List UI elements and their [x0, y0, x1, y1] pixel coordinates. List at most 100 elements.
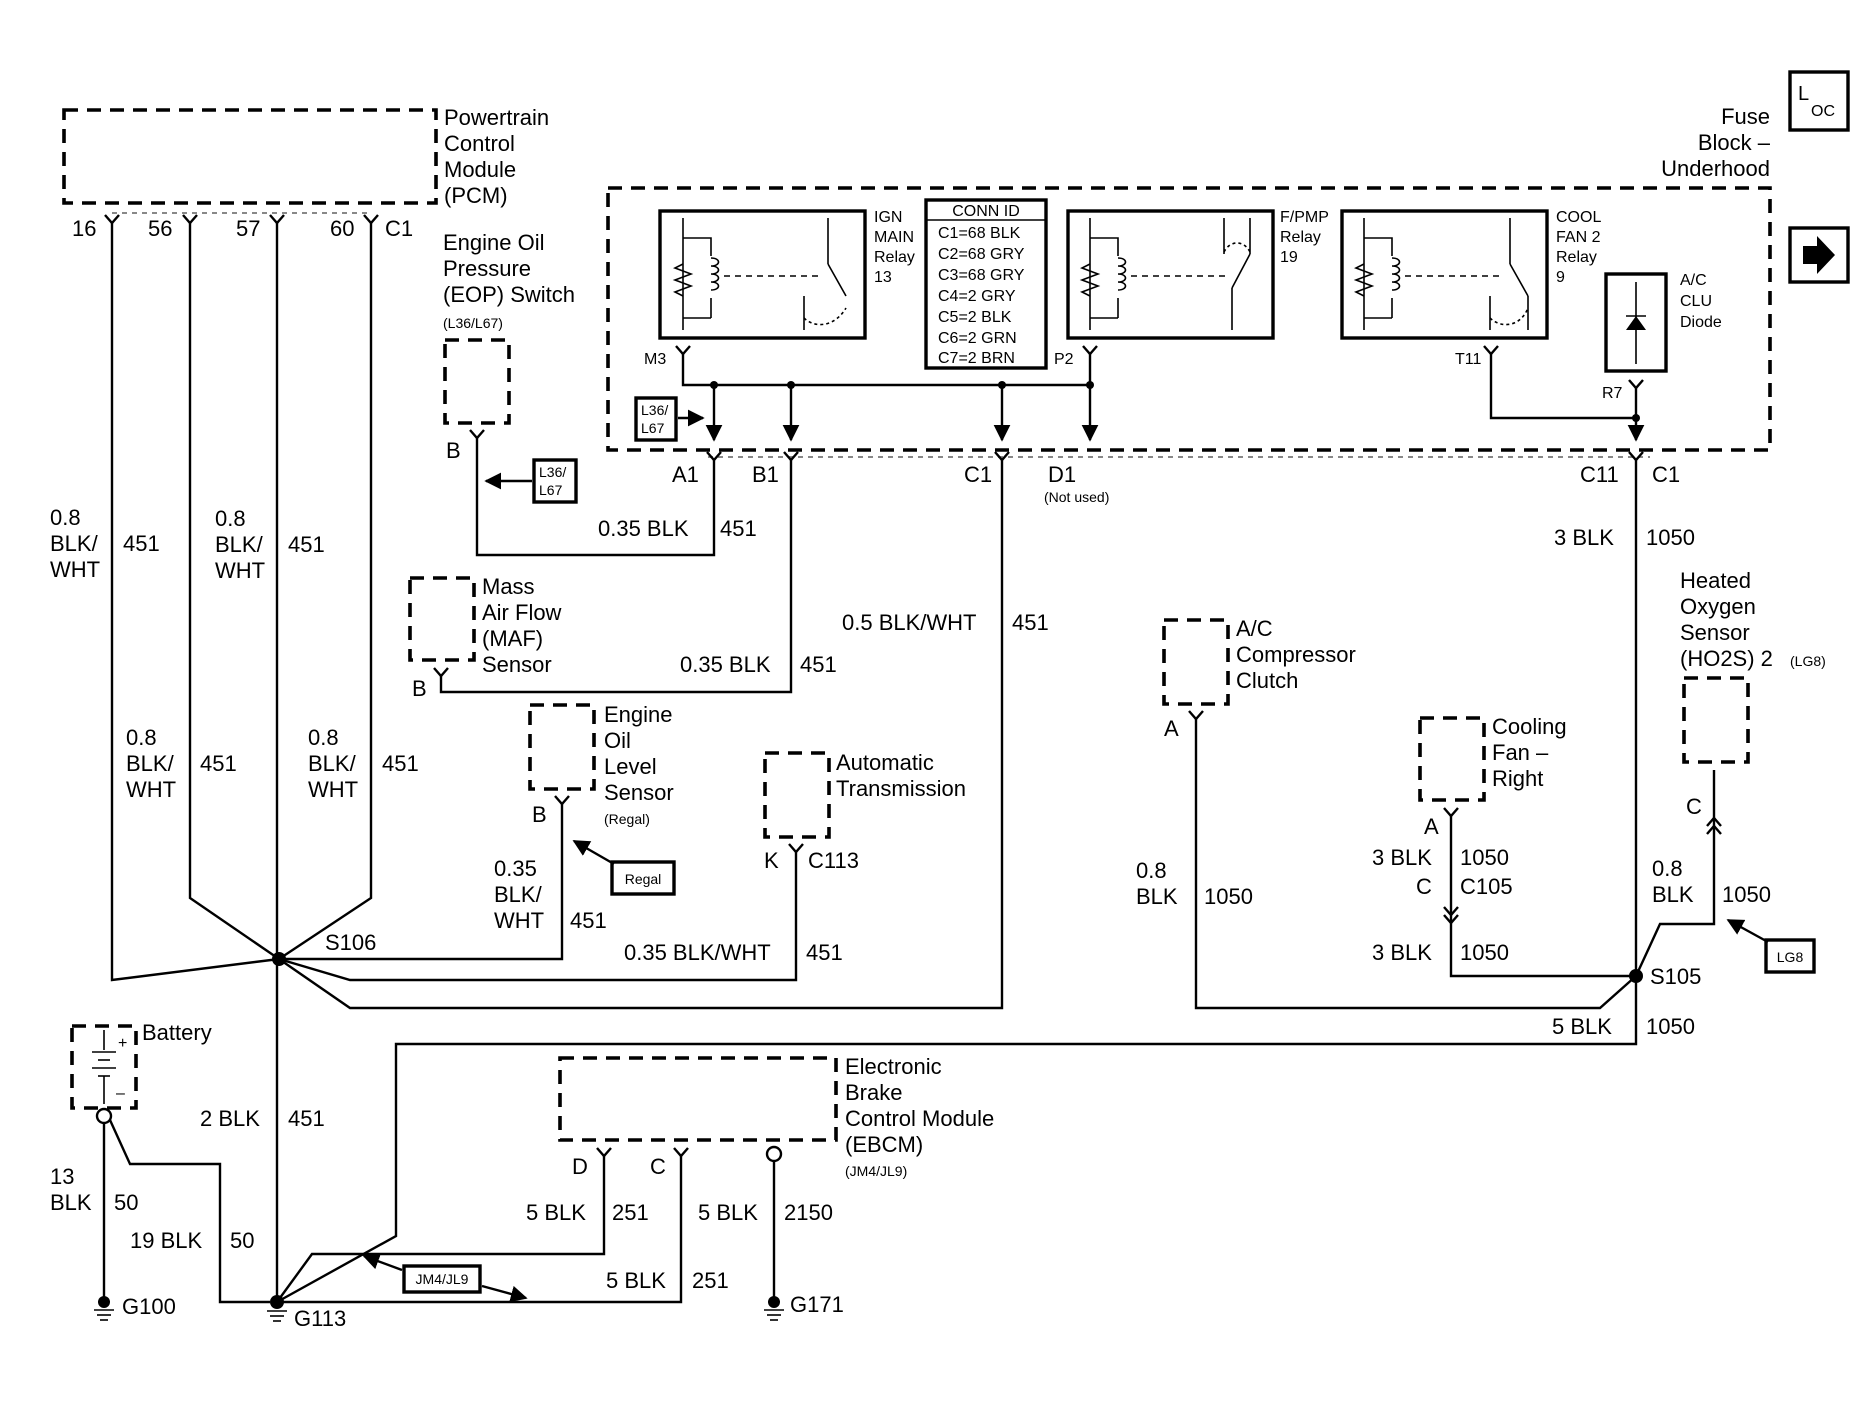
tag-l36-eop-2: L67 — [539, 482, 563, 498]
automatic-transmission: Automatic Transmission K C113 — [763, 750, 966, 873]
wire-ebcm-c — [277, 1156, 683, 1304]
fpmp-relay-pin: P2 — [1054, 351, 1074, 368]
option-tag-regal: Regal — [572, 839, 676, 896]
ground-g171: G171 — [764, 1292, 844, 1321]
tag-jm4: JM4/JL9 — [416, 1271, 469, 1287]
wire-trans — [278, 852, 798, 982]
ign-relay-label-4: 13 — [874, 269, 892, 286]
wire-ho2s-size: 0.8 — [1652, 856, 1683, 881]
pcm-pin-57: 57 — [236, 216, 260, 241]
eop-option: (L36/L67) — [443, 315, 503, 331]
maf-label-2: Air Flow — [482, 600, 562, 625]
wire-ac-color: BLK — [1136, 884, 1178, 909]
wire-fan-a-circuit: 1050 — [1460, 845, 1509, 870]
eol-label-2: Oil — [604, 728, 631, 753]
wire-56-color-1: BLK/ — [126, 751, 175, 776]
fuse-block: Fuse Block – Underhood — [606, 104, 1772, 452]
wire-eop-circuit: 451 — [720, 516, 757, 541]
fuse-block-bus — [681, 354, 1645, 442]
fpmp-relay: F/PMP Relay 19 P2 — [1054, 209, 1329, 368]
wire-60-color-1: BLK/ — [308, 751, 357, 776]
ac-clutch-pin: A — [1164, 716, 1179, 741]
wire-maf-spec: 0.35 BLK — [680, 652, 771, 677]
eol-label-3: Level — [604, 754, 657, 779]
eol-label-1: Engine — [604, 702, 673, 727]
ebcm-option: (JM4/JL9) — [845, 1163, 907, 1179]
pcm-module: Powertrain Control Module (PCM) 16 56 57… — [62, 105, 549, 241]
wire-maf-circuit: 451 — [800, 652, 837, 677]
tag-lg8: LG8 — [1777, 949, 1804, 965]
wire-fan-a-spec: 3 BLK — [1372, 845, 1432, 870]
wire-fan — [1449, 816, 1636, 978]
ign-relay-label-1: IGN — [874, 209, 902, 226]
svg-text:Control: Control — [444, 131, 515, 156]
wire-s105-g113 — [276, 976, 1638, 1304]
ebcm-label-4: (EBCM) — [845, 1132, 923, 1157]
option-tag-l36-fuse: L36/ L67 — [634, 396, 705, 442]
wire-ebcm-d-spec: 5 BLK — [526, 1200, 586, 1225]
svg-text:(PCM): (PCM) — [444, 183, 508, 208]
fuse-connector-c1: C1 — [1652, 462, 1680, 487]
wire-60-size: 0.8 — [308, 725, 339, 750]
tag-l36-eop-1: L36/ — [539, 464, 566, 480]
fuse-pin-d1: D1 — [1048, 462, 1076, 487]
battery: + – Battery — [70, 1020, 212, 1125]
ebcm-pin-d: D — [572, 1154, 588, 1179]
wire-s106-circuit: 451 — [288, 1106, 325, 1131]
next-page-arrow-icon[interactable] — [1788, 226, 1850, 284]
heated-oxygen-sensor: Heated Oxygen Sensor (HO2S) 2 (LG8) C — [1680, 568, 1826, 835]
wire-s106-spec: 2 BLK — [200, 1106, 260, 1131]
cooling-fan-right: Cooling Fan – Right A C C105 — [1416, 714, 1567, 925]
battery-label: Battery — [142, 1020, 212, 1045]
wire-fan-c-circuit: 1050 — [1460, 940, 1509, 965]
trans-pin: K — [764, 848, 779, 873]
wire-ebcm-d-circuit: 251 — [612, 1200, 649, 1225]
ign-main-relay: IGN MAIN Relay 13 M3 — [644, 209, 915, 368]
wire-top-color-2: WHT — [215, 558, 265, 583]
maf-label-3: (MAF) — [482, 626, 543, 651]
splice-s106 — [272, 952, 286, 966]
wire-ho2s-circuit: 1050 — [1722, 882, 1771, 907]
wire-56-size: 0.8 — [126, 725, 157, 750]
ho2s-pin: C — [1686, 794, 1702, 819]
ground-g113-label: G113 — [294, 1306, 346, 1331]
wire-top-color-1: BLK/ — [215, 532, 264, 557]
wire-s105-spec: 5 BLK — [1552, 1014, 1612, 1039]
cool-fan-relay: COOL FAN 2 Relay 9 T11 — [1340, 209, 1601, 368]
wire-60-color-2: WHT — [308, 777, 358, 802]
wire-16-color-1: BLK/ — [50, 531, 99, 556]
fan-connector: C105 — [1460, 874, 1513, 899]
wire-batt-g113-circuit: 50 — [230, 1228, 254, 1253]
ac-clutch-diode: A/C CLU Diode R7 — [1602, 272, 1722, 402]
wire-16-circuit: 451 — [123, 531, 160, 556]
wire-fan-c-spec: 3 BLK — [1372, 940, 1432, 965]
wire-batt-size: 13 — [50, 1164, 74, 1189]
oil-level-sensor: Engine Oil Level Sensor (Regal) B — [528, 702, 674, 827]
wire-batt-circuit: 50 — [114, 1190, 138, 1215]
conn-id-row-7: C7=2 BRN — [938, 350, 1015, 367]
ebcm-label-3: Control Module — [845, 1106, 994, 1131]
conn-id-row-2: C2=68 GRY — [938, 246, 1025, 263]
ign-relay-label-3: Relay — [874, 249, 915, 266]
svg-text:Module: Module — [444, 157, 516, 182]
ground-g100: G100 — [94, 1294, 176, 1321]
wire-ebcm-g171-spec: 5 BLK — [698, 1200, 758, 1225]
wire-ac-clutch — [1194, 719, 1637, 1010]
wire-c1-circuit: 451 — [1012, 610, 1049, 635]
fan-pin-c: C — [1416, 874, 1432, 899]
battery-minus: – — [116, 1085, 125, 1102]
tag-l36-fuse-1: L36/ — [641, 402, 668, 418]
location-icon[interactable]: L OC — [1788, 70, 1850, 132]
ground-g171-label: G171 — [790, 1292, 844, 1317]
fuse-pin-c11: C11 — [1580, 462, 1619, 487]
wire-batt-color: BLK — [50, 1190, 92, 1215]
conn-id-row-4: C4=2 GRY — [938, 288, 1016, 305]
option-tag-jm4: JM4/JL9 — [362, 1253, 528, 1303]
wire-ebcm-c-spec: 5 BLK — [606, 1268, 666, 1293]
conn-id-row-6: C6=2 GRN — [938, 330, 1017, 347]
diode-pin: R7 — [1602, 385, 1623, 402]
pcm-pin-16: 16 — [72, 216, 96, 241]
wire-trans-spec: 0.35 BLK/WHT — [624, 940, 771, 965]
diode-label-3: Diode — [1680, 314, 1722, 331]
